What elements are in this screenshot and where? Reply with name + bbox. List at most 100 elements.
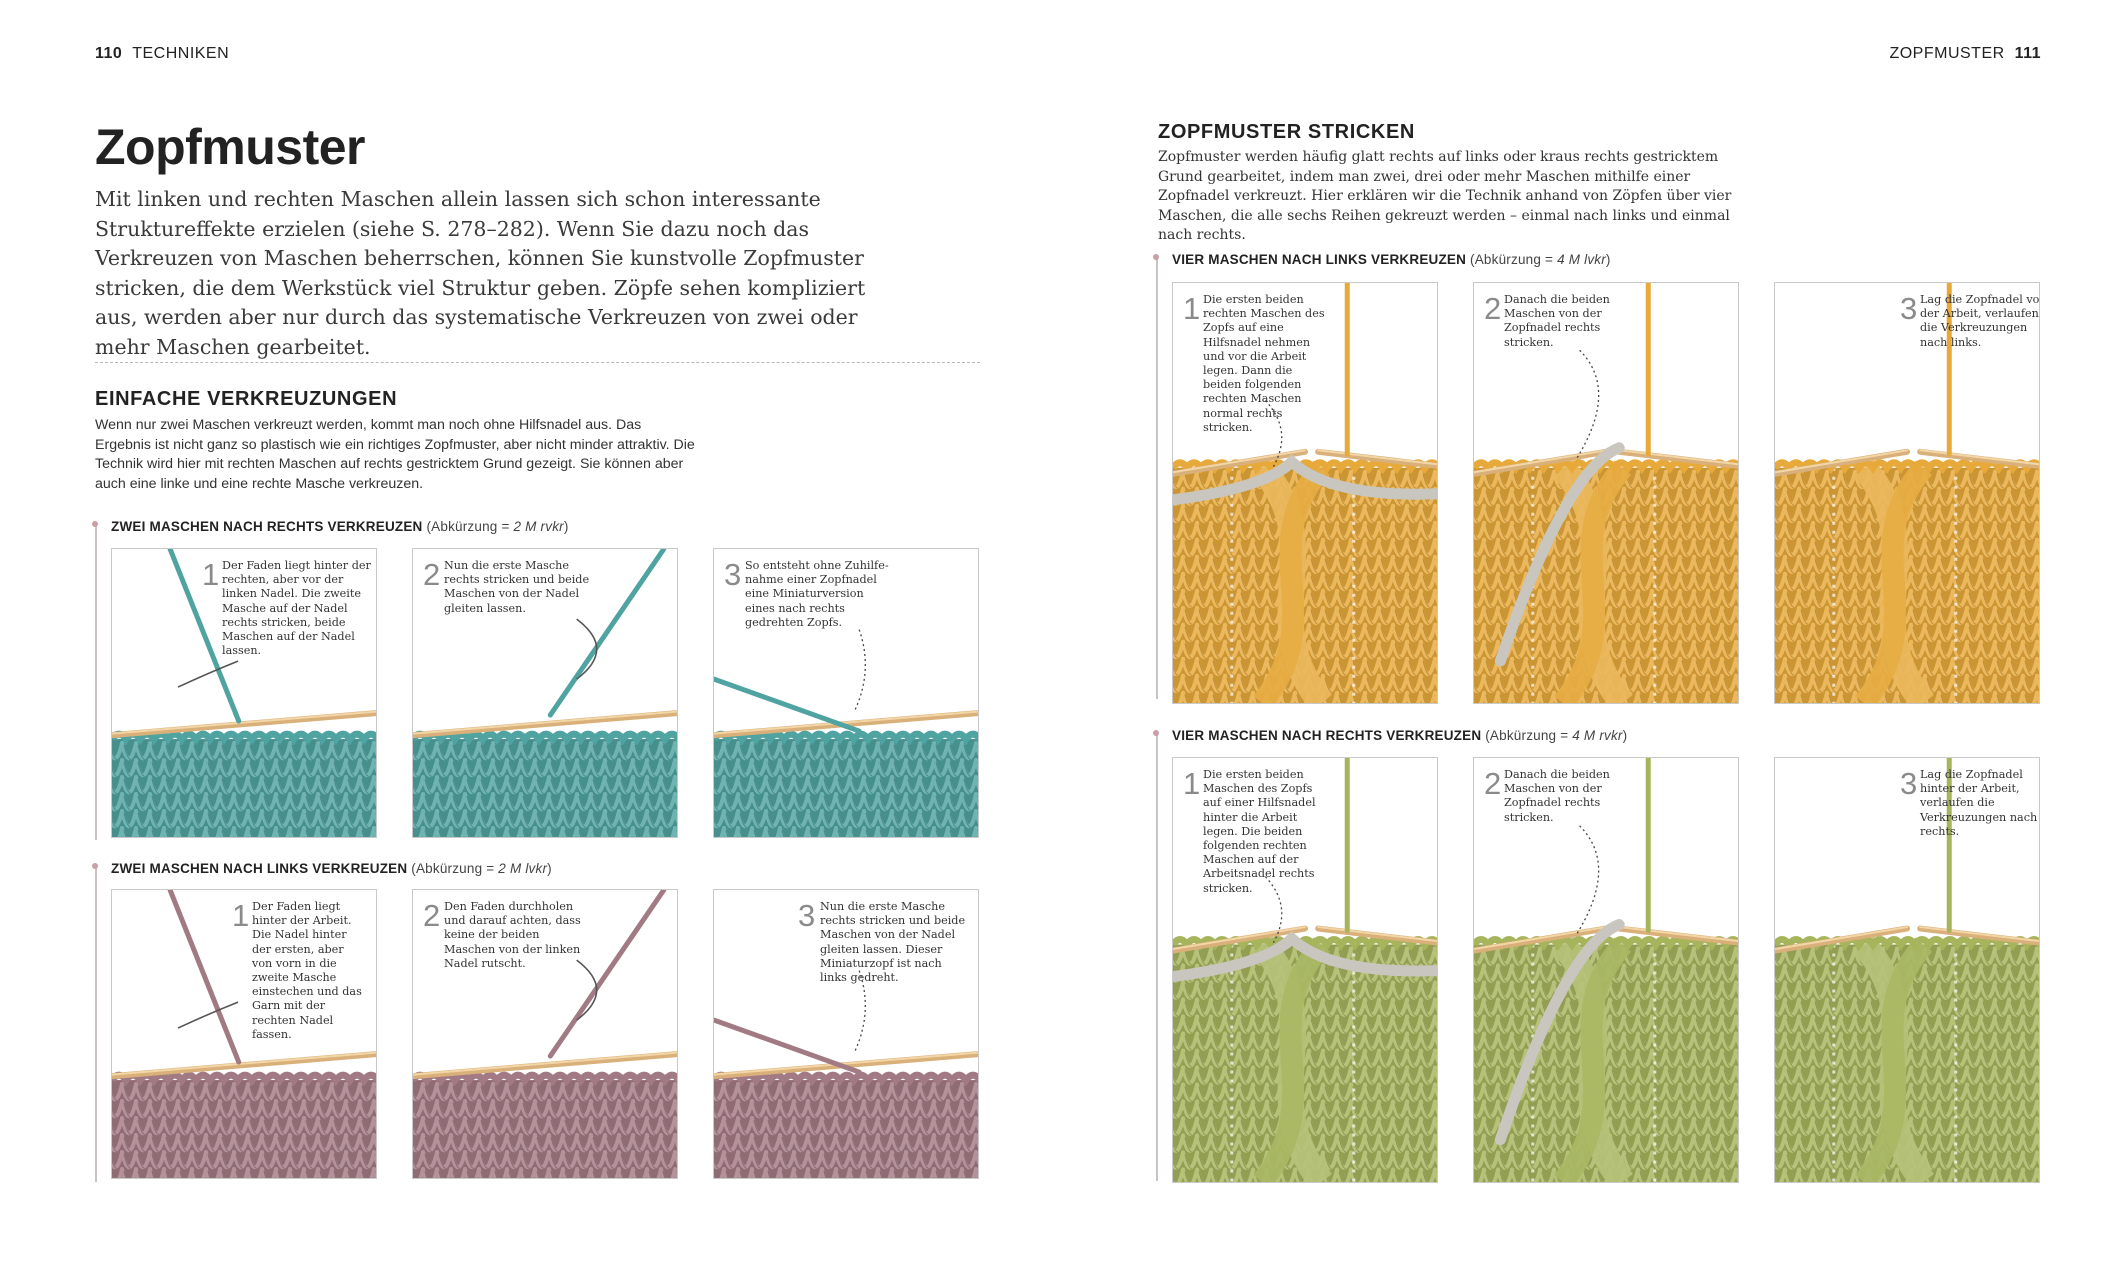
intro-paragraph: Mit linken und rechten Maschen allein la… xyxy=(95,187,866,359)
cable-needle-icon xyxy=(1173,930,1437,983)
step-number: 1 xyxy=(1183,291,1201,326)
abbr-prefix: (Abkürzung = xyxy=(1470,252,1558,267)
yarn-strand-icon xyxy=(167,549,242,724)
abbr-suffix: ) xyxy=(1622,728,1628,743)
knitting-needle-icon xyxy=(1173,448,1308,477)
step-illustration xyxy=(1474,283,1738,703)
step-illustration xyxy=(714,970,978,1178)
technique-title: VIER MASCHEN NACH LINKS VERKREUZEN (Abkü… xyxy=(1172,252,1611,267)
step-number: 3 xyxy=(1900,766,1918,801)
step-number: 1 xyxy=(232,898,250,933)
knitting-needle-icon xyxy=(1474,925,1609,954)
section-heading-cables: ZOPFMUSTER STRICKEN xyxy=(1158,121,1415,143)
pointer-line xyxy=(854,629,866,710)
knitted-fabric xyxy=(714,1071,978,1178)
knitted-fabric xyxy=(1173,936,1437,1182)
step-caption: Lag die Zopfnadel hinter der Arbeit, ver… xyxy=(1920,768,2038,838)
page-title: Zopfmuster xyxy=(95,119,366,175)
technique-marker xyxy=(1153,254,1159,260)
step-caption: Nun die erste Masche rechts stricken und… xyxy=(820,900,966,985)
abbr-suffix: ) xyxy=(547,861,552,876)
abbr: 2 M rvkr xyxy=(513,519,564,534)
knitting-needle-icon xyxy=(413,1051,677,1080)
step-number: 3 xyxy=(724,557,742,592)
abbr-prefix: (Abkürzung = xyxy=(1485,728,1573,743)
step-illustration xyxy=(714,629,978,837)
knitting-needle-icon xyxy=(1917,925,2039,946)
technique-marker xyxy=(92,863,98,869)
pointer-line xyxy=(1264,876,1283,944)
knitted-fabric xyxy=(1173,459,1437,703)
step-illustration xyxy=(112,890,376,1178)
section-text-simple-crossings: Wenn nur zwei Maschen verkreuzt werden, … xyxy=(95,417,695,492)
step-illustration xyxy=(413,549,677,837)
step-number: 3 xyxy=(798,898,816,933)
knitting-needle-icon xyxy=(1173,925,1308,954)
abbr-prefix: (Abkürzung = xyxy=(411,861,499,876)
technique-title-text: VIER MASCHEN NACH RECHTS VERKREUZEN xyxy=(1172,728,1482,743)
left-folio: 110 TECHNIKEN xyxy=(95,45,229,63)
technique-rule xyxy=(95,524,97,840)
technique-title: VIER MASCHEN NACH RECHTS VERKREUZEN (Abk… xyxy=(1172,728,1627,743)
abbr: 4 M lvkr xyxy=(1557,252,1606,267)
step-caption: Die ersten beiden Maschen des Zopfs auf … xyxy=(1203,768,1316,895)
knitted-fabric xyxy=(1474,459,1738,703)
pointer-line xyxy=(1264,400,1283,467)
step-caption: Die ersten beiden rechten Maschen des Zo… xyxy=(1203,293,1325,434)
pointer-line xyxy=(1575,825,1600,937)
knitted-fabric xyxy=(714,730,978,837)
yarn-strand-icon xyxy=(547,890,667,1059)
knitted-fabric xyxy=(1474,936,1738,1182)
step-illustration xyxy=(112,549,376,837)
technique-marker xyxy=(92,521,98,527)
yarn-strand-icon xyxy=(714,1017,862,1075)
page-number: 111 xyxy=(2014,45,2041,62)
cable-needle-icon xyxy=(1173,454,1437,506)
knitted-fabric xyxy=(1775,936,2039,1182)
abbr-suffix: ) xyxy=(563,519,569,534)
knitted-fabric xyxy=(413,1071,677,1178)
knitting-needle-icon xyxy=(1474,448,1609,477)
knitting-needle-icon xyxy=(112,1051,376,1080)
step-caption: Den Faden durchholen und darauf achten, … xyxy=(444,900,581,970)
step-number: 1 xyxy=(202,557,220,592)
step-caption: Der Faden liegt hinter der rechten, aber… xyxy=(222,559,371,658)
section-text-cables: Zopfmuster werden häufig glatt rechts au… xyxy=(1158,149,1732,244)
technique-title: ZWEI MASCHEN NACH RECHTS VERKREUZEN (Abk… xyxy=(111,519,569,534)
knitting-needle-icon xyxy=(112,710,376,739)
technique-rule xyxy=(95,866,97,1182)
knitting-needle-icon xyxy=(1917,448,2039,469)
step-caption: Lag die Zopfnadel vor der Arbeit, verlau… xyxy=(1920,293,2040,349)
running-head: TECHNIKEN xyxy=(132,45,230,62)
step-caption: Danach die beiden Maschen von der Zopfna… xyxy=(1504,293,1610,349)
step-illustration xyxy=(1474,758,1738,1182)
knitted-fabric xyxy=(112,1071,376,1178)
knitting-needle-icon xyxy=(1775,448,1910,477)
knitted-fabric xyxy=(413,730,677,837)
technique-title: ZWEI MASCHEN NACH LINKS VERKREUZEN (Abkü… xyxy=(111,861,552,876)
cable-needle-icon xyxy=(1494,919,1625,1146)
step-number: 2 xyxy=(1484,291,1502,326)
step-illustration xyxy=(1775,283,2039,703)
knitting-needle-icon xyxy=(413,710,677,739)
pointer-line xyxy=(854,970,866,1051)
right-folio: ZOPFMUSTER 111 xyxy=(1889,45,2041,63)
knitting-needle-icon xyxy=(1315,925,1437,946)
step-illustration xyxy=(1173,758,1437,1182)
step-number: 1 xyxy=(1183,766,1201,801)
technique-rule xyxy=(1156,733,1158,1181)
direction-arrow-icon xyxy=(177,1001,239,1029)
abbr-suffix: ) xyxy=(1605,252,1611,267)
step-caption: So entsteht ohne Zuhilfe­nahme einer Zop… xyxy=(745,559,889,629)
